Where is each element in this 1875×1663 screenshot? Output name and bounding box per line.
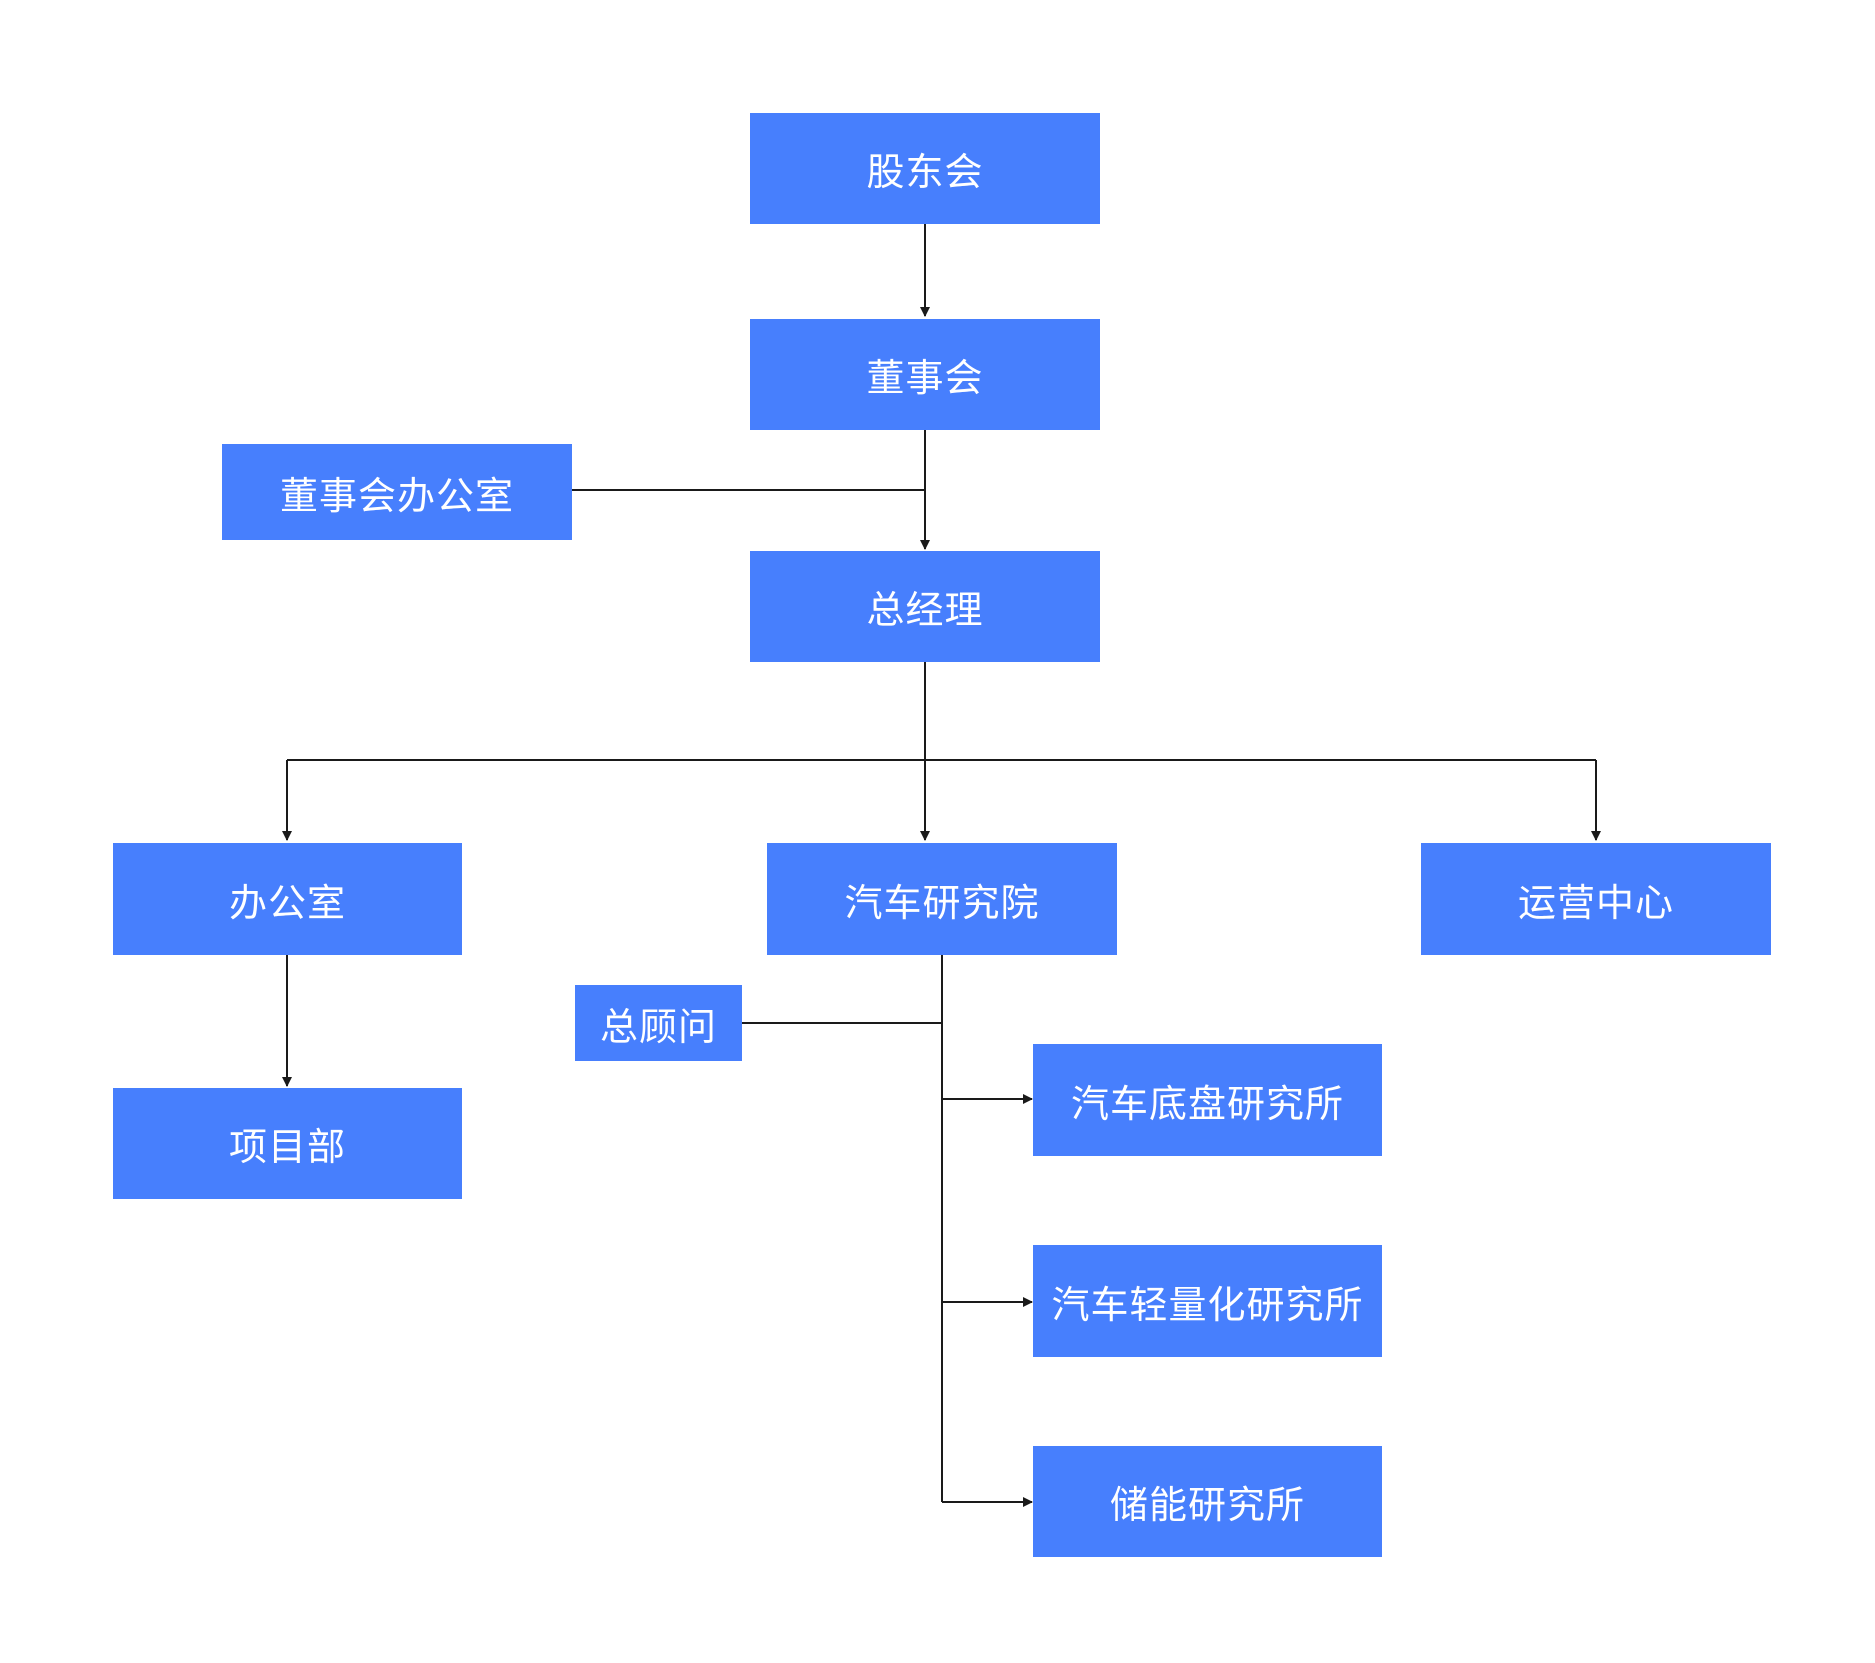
node-shareholders: 股东会 [750,113,1100,224]
node-board: 董事会 [750,319,1100,430]
node-chassis-lab: 汽车底盘研究所 [1033,1044,1382,1156]
node-chief-advisor: 总顾问 [575,985,742,1061]
node-auto-institute: 汽车研究院 [767,843,1117,955]
node-board-office: 董事会办公室 [222,444,572,540]
node-lightweight-lab: 汽车轻量化研究所 [1033,1245,1382,1357]
node-project-dept: 项目部 [113,1088,462,1199]
node-operations-center: 运营中心 [1421,843,1771,955]
node-energy-storage-lab: 储能研究所 [1033,1446,1382,1557]
node-office: 办公室 [113,843,462,955]
node-general-manager: 总经理 [750,551,1100,662]
